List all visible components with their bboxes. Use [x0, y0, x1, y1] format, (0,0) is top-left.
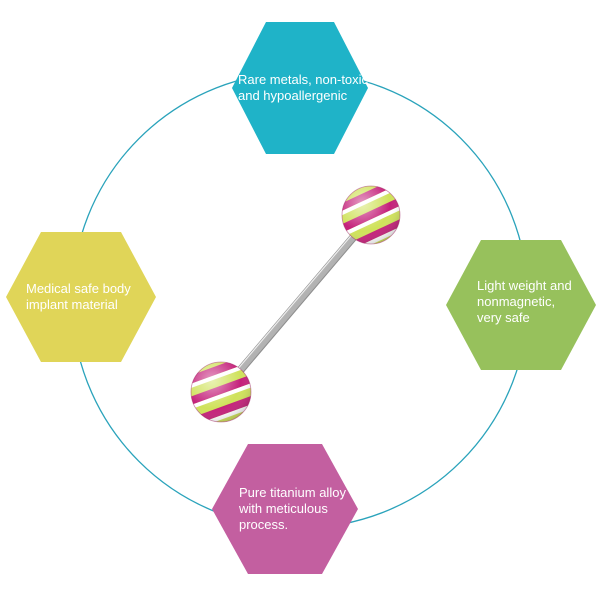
feature-line: with meticulous	[239, 501, 328, 516]
feature-text-top: Rare metals, non-toxic and hypoallergeni…	[238, 72, 368, 104]
feature-line: Rare metals, non-toxic	[238, 72, 369, 87]
feature-line: very safe	[477, 310, 530, 325]
feature-line: Light weight and	[477, 278, 572, 293]
feature-line: Medical safe body	[26, 281, 131, 296]
feature-hex-top: Rare metals, non-toxic and hypoallergeni…	[232, 22, 368, 154]
feature-text-left: Medical safe body implant material	[26, 281, 131, 313]
feature-line: Pure titanium alloy	[239, 485, 346, 500]
feature-text-right: Light weight and nonmagnetic, very safe	[477, 278, 572, 326]
feature-line: implant material	[26, 297, 118, 312]
feature-hex-bottom: Pure titanium alloy with meticulous proc…	[212, 444, 358, 574]
hexagon-shape	[446, 240, 596, 370]
hexagon-shape	[232, 22, 368, 154]
feature-text-bottom: Pure titanium alloy with meticulous proc…	[239, 485, 346, 533]
feature-hex-right: Light weight and nonmagnetic, very safe	[446, 240, 596, 370]
feature-line: process.	[239, 517, 289, 532]
feature-line: nonmagnetic,	[477, 294, 556, 309]
feature-line: and hypoallergenic	[238, 88, 348, 103]
hexagon-shape	[6, 232, 156, 362]
hexagon-shape	[212, 444, 358, 574]
feature-hex-left: Medical safe body implant material	[6, 232, 156, 362]
